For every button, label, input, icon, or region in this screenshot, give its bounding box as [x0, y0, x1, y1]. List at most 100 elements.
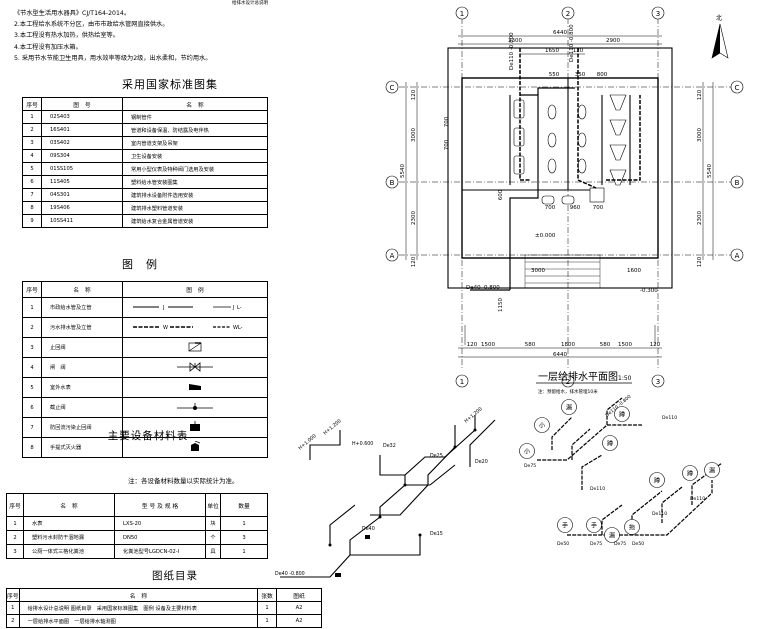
iso-label: De40 -0.800: [275, 571, 305, 577]
legend-symbol-cell: [122, 337, 268, 358]
dim-text: 120: [411, 256, 417, 267]
gate-valve-icon: [177, 361, 213, 372]
axis-label: 2: [566, 378, 570, 386]
cell: 3: [220, 530, 268, 545]
note-line: 4.本工程没有加压水箱。: [14, 43, 82, 51]
cell: 2: [22, 317, 42, 338]
fixture-label: 漏: [709, 467, 715, 475]
axis-label: B: [390, 179, 395, 187]
axis-label: A: [735, 252, 740, 260]
dim-text: 580: [525, 342, 536, 348]
cell: 2: [6, 614, 20, 628]
cell: A2: [276, 601, 322, 615]
cell: 1: [6, 601, 20, 615]
dim-text: 1650: [545, 48, 559, 54]
dim-text: 120: [467, 342, 478, 348]
axis-label: A: [390, 252, 395, 260]
north-label: 北: [716, 14, 722, 22]
dim-text: 5540: [400, 164, 406, 178]
dim-text: 6440: [553, 352, 567, 358]
cell: 2: [22, 123, 42, 137]
floor-plan-drawing: 1 2 3 1 2 3 C B A C B A 6440 3300 2900 1…: [385, 6, 744, 395]
dim-text: 3000: [411, 128, 417, 142]
col-header: 名 称: [18, 588, 259, 602]
cell: 02S403: [41, 110, 123, 124]
cell: 2: [6, 530, 24, 545]
dim-text: 120: [697, 89, 703, 100]
cell: 3: [22, 337, 42, 358]
cell: 4: [22, 357, 42, 378]
fixture-markers: 漏 蹲 小 小 蹲 蹲 蹲 漏 手 手 漏 拖: [519, 399, 720, 543]
iso-label: De15: [430, 531, 443, 537]
cell: 1: [257, 614, 277, 628]
iso-label: H+1.200: [463, 406, 483, 424]
building-walls: [447, 47, 673, 289]
dim-text: 2900: [606, 38, 620, 44]
cell: 8: [22, 437, 42, 458]
dim-text: 1600: [627, 268, 641, 274]
col-header: 数量: [220, 493, 268, 517]
materials-note: 注：各设备材料数量以实际统计为准。: [128, 477, 239, 485]
dim-text: 550: [549, 72, 560, 78]
fixture-label: 小: [524, 448, 531, 456]
legend-symbol-cell: [122, 377, 268, 398]
iso-label: H+1.000: [297, 433, 317, 451]
iso-label: De50: [557, 541, 569, 547]
iso-label: De50: [632, 541, 644, 547]
note-line: 3.本工程没有热水加热，供热给室等。: [14, 32, 119, 40]
cell: 水表: [23, 516, 115, 531]
fixture-label: 手: [591, 522, 597, 530]
dim-text: 6440: [553, 30, 567, 36]
cell: 建筑排水塑料管道安装: [122, 201, 268, 215]
cell: 化粪池型号LGDCN-02-Ⅰ: [114, 544, 206, 559]
cell: 截止阀: [41, 397, 123, 418]
table-header-row: 序号 名 称 张数 图纸: [6, 588, 322, 602]
table-header-row: 序号 图 号 名 称: [22, 97, 268, 111]
standards-title: 采用国家标准图集: [122, 78, 218, 91]
stop-valve-icon: [177, 402, 213, 410]
legend-code: J: [162, 305, 164, 311]
cell: 建筑排水设备附件选用安装: [122, 188, 268, 202]
cell: 09S304: [41, 149, 123, 163]
pipe-label: De40: [466, 285, 481, 291]
dim-text: 600: [498, 189, 504, 200]
cell: 4: [22, 149, 42, 163]
iso-label: De75: [590, 541, 602, 547]
dim-text: 700: [444, 139, 450, 150]
materials-title: 主要设备材料表: [107, 430, 189, 442]
dim-text: 5540: [707, 164, 713, 178]
dim-text: 120: [411, 89, 417, 100]
note-line: 2.本工程给水系统不分区，由市市政给水管网直接供水。: [14, 21, 169, 29]
design-notes: 《节水型生活用水器具》CJ/T164-2014。 2.本工程给水系统不分区，由市…: [14, 8, 211, 64]
col-header: 单位: [205, 493, 221, 517]
cell: 止回阀: [41, 337, 123, 358]
fixture-label: 蹲: [687, 470, 693, 478]
table-header-row: 序号 名 称 图 例: [22, 281, 268, 298]
axis-label: 1: [460, 10, 464, 18]
axis-label: 3: [656, 378, 660, 386]
cell: 19S406: [41, 201, 123, 215]
cell: 块: [205, 516, 221, 531]
fire-extinguisher-icon: [191, 440, 201, 451]
dim-text: 700: [593, 205, 604, 211]
note-line: 《节水型生活用水器具》CJ/T164-2014。: [14, 10, 131, 17]
cell: 个: [205, 530, 221, 545]
iso-label: De110: [652, 511, 667, 517]
cell: 7: [22, 188, 42, 202]
cell: 室外水表: [41, 377, 123, 398]
iso-label: De32: [383, 443, 396, 449]
dim-text: 3000: [697, 128, 703, 142]
cell: 污水排水管及立管: [41, 317, 123, 338]
